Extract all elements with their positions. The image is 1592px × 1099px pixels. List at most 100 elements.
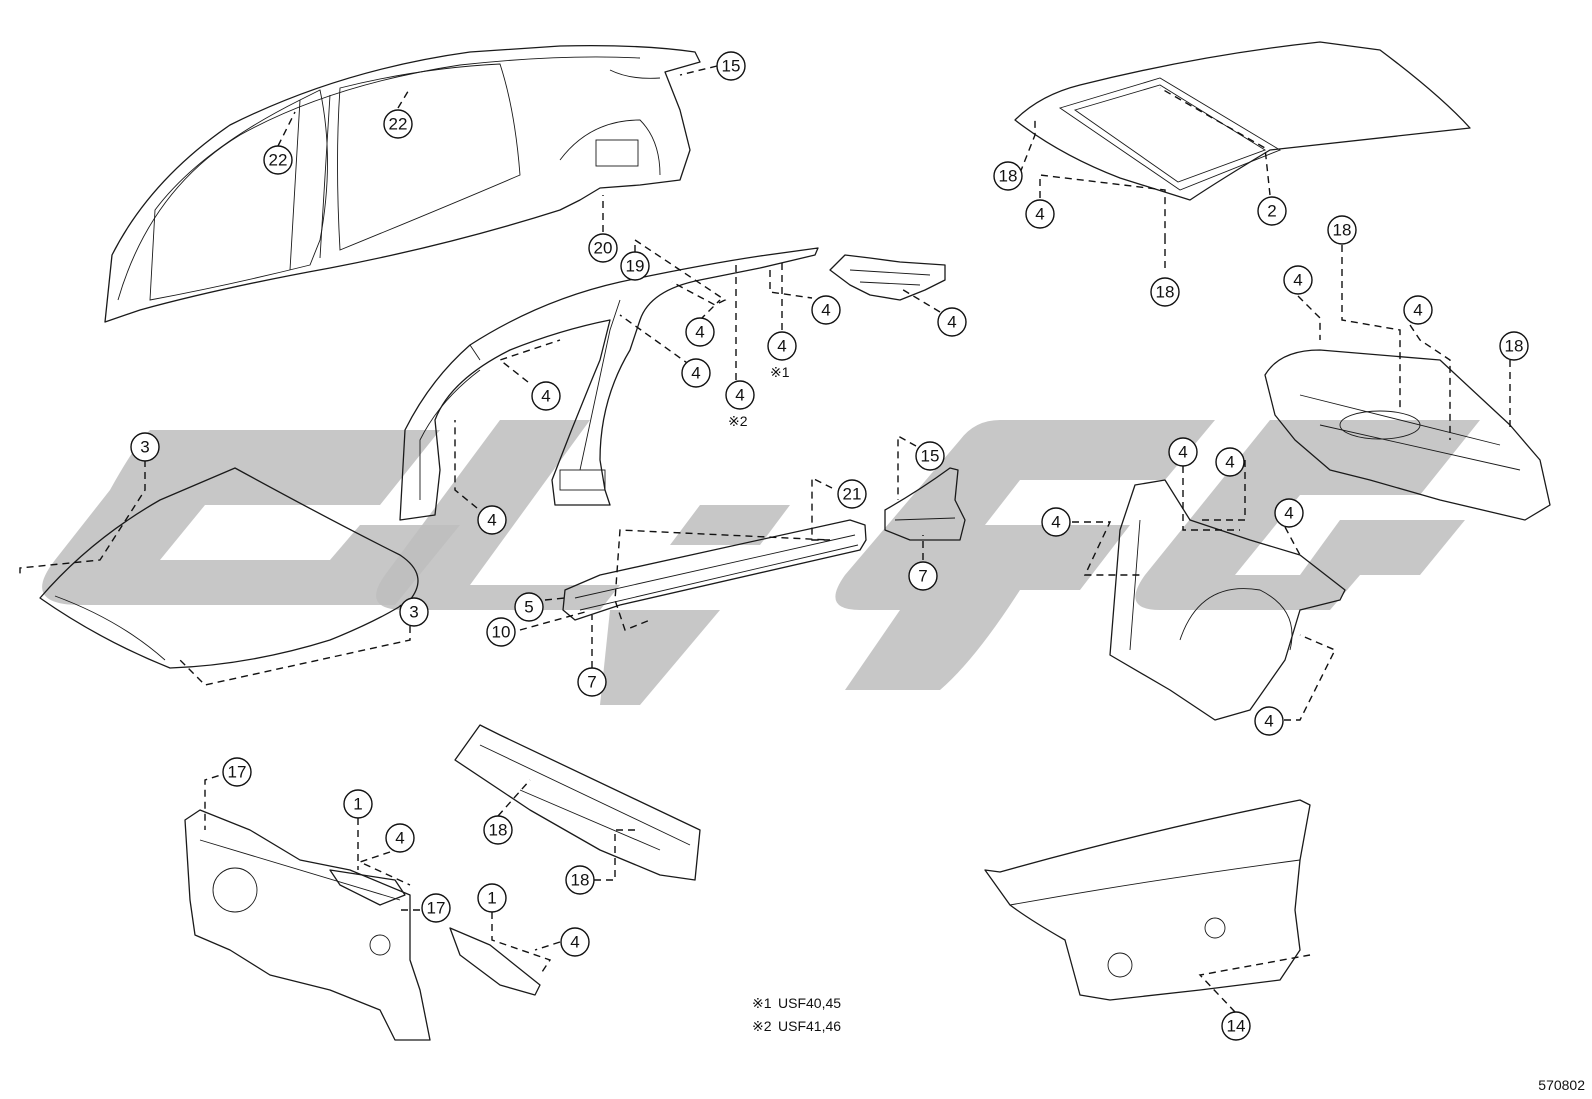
callout-14: 14 (1221, 1011, 1251, 1041)
svg-text:14: 14 (1227, 1017, 1246, 1036)
callout-7: 7 (908, 561, 938, 591)
svg-text:1: 1 (487, 889, 496, 908)
svg-text:20: 20 (594, 239, 613, 258)
svg-text:7: 7 (918, 567, 927, 586)
rocker-panel (562, 519, 867, 621)
callout-sub-note-2: ※2 (728, 413, 748, 429)
callout-2: 2 (1257, 196, 1287, 226)
svg-text:17: 17 (427, 899, 446, 918)
svg-text:4: 4 (695, 323, 704, 342)
callout-17: 17 (222, 757, 252, 787)
side-outer-panel (104, 44, 701, 323)
callout-3: 3 (130, 432, 160, 462)
note-text-1: USF40,45 (778, 995, 841, 1011)
svg-text:21: 21 (843, 485, 862, 504)
callout-18: 18 (993, 161, 1023, 191)
svg-text:10: 10 (492, 623, 511, 642)
svg-text:4: 4 (1284, 504, 1293, 523)
callout-21: 21 (837, 479, 867, 509)
svg-text:19: 19 (626, 257, 645, 276)
callout-4: 4 (477, 505, 507, 535)
callout-19: 19 (620, 251, 650, 281)
svg-text:15: 15 (921, 447, 940, 466)
svg-text:3: 3 (409, 603, 418, 622)
callout-22: 22 (383, 109, 413, 139)
callout-18: 18 (1327, 215, 1357, 245)
svg-text:22: 22 (269, 151, 288, 170)
inner-pillar-assembly (399, 247, 819, 521)
callout-4: 4 (767, 331, 797, 361)
diagram-code: 570802 (1538, 1077, 1585, 1093)
svg-text:3: 3 (140, 438, 149, 457)
callout-4: 4 (531, 381, 561, 411)
svg-text:1: 1 (353, 795, 362, 814)
callout-15: 15 (716, 51, 746, 81)
dash-panel (184, 809, 431, 1041)
cowl-panel (454, 724, 701, 881)
callout-18: 18 (565, 865, 595, 895)
roof-panel (1014, 41, 1471, 201)
svg-text:4: 4 (691, 364, 700, 383)
svg-text:4: 4 (1293, 271, 1302, 290)
callout-4: 4 (385, 823, 415, 853)
note-mark-2: ※2 (752, 1018, 772, 1034)
note-mark-1: ※1 (752, 995, 772, 1011)
svg-text:4: 4 (1178, 443, 1187, 462)
rear-quarter-inner (1109, 479, 1346, 721)
callout-22: 22 (263, 145, 293, 175)
callout-4: 4 (681, 358, 711, 388)
svg-text:4: 4 (1051, 513, 1060, 532)
callout-4: 4 (1403, 295, 1433, 325)
svg-text:4: 4 (947, 313, 956, 332)
callout-4: 4 (1025, 199, 1055, 229)
callout-4: 4 (1283, 265, 1313, 295)
callout-4: 4 (811, 295, 841, 325)
svg-text:4: 4 (570, 933, 579, 952)
watermark-logo (42, 420, 1480, 705)
callout-18: 18 (1150, 277, 1180, 307)
rear-floor-pan (1264, 349, 1551, 521)
svg-text:4: 4 (1413, 301, 1422, 320)
callout-3: 3 (399, 597, 429, 627)
svg-text:4: 4 (1225, 453, 1234, 472)
callout-5: 5 (514, 592, 544, 622)
callout-7: 7 (577, 667, 607, 697)
callout-4: 4 (1215, 447, 1245, 477)
svg-text:4: 4 (777, 337, 786, 356)
svg-text:18: 18 (1156, 283, 1175, 302)
svg-text:18: 18 (999, 167, 1018, 186)
callout-10: 10 (486, 617, 516, 647)
svg-text:2: 2 (1267, 202, 1276, 221)
svg-text:22: 22 (389, 115, 408, 134)
svg-text:4: 4 (395, 829, 404, 848)
callouts: 15 22 22 20 19 4 4 4 4 ※1 4 4 ※2 4 4 3 3… (130, 51, 1529, 1041)
svg-text:7: 7 (587, 673, 596, 692)
dash-bracket-upper (329, 869, 406, 906)
svg-text:4: 4 (1264, 712, 1273, 731)
callout-4: 4 (725, 380, 755, 410)
callout-18: 18 (483, 815, 513, 845)
callout-4: 4 (937, 307, 967, 337)
callout-4: 4 (1254, 706, 1284, 736)
svg-text:4: 4 (821, 301, 830, 320)
svg-text:4: 4 (1035, 205, 1044, 224)
callout-4: 4 (1041, 507, 1071, 537)
svg-text:4: 4 (735, 386, 744, 405)
callout-1: 1 (343, 789, 373, 819)
svg-text:18: 18 (1505, 337, 1524, 356)
svg-text:5: 5 (524, 598, 533, 617)
callout-20: 20 (588, 233, 618, 263)
svg-text:15: 15 (722, 57, 741, 76)
callout-4: 4 (1168, 437, 1198, 467)
front-pillar-bracket (884, 467, 966, 541)
callout-4: 4 (685, 317, 715, 347)
model-notes: ※1 USF40,45 ※2 USF41,46 (752, 995, 841, 1034)
callout-1: 1 (477, 883, 507, 913)
callout-15: 15 (915, 441, 945, 471)
trunk-lid (984, 799, 1311, 1001)
leader-lines (19, 65, 1511, 1013)
pillar-bracket (829, 254, 946, 301)
svg-text:18: 18 (1333, 221, 1352, 240)
callout-sub-note-1: ※1 (770, 364, 790, 380)
